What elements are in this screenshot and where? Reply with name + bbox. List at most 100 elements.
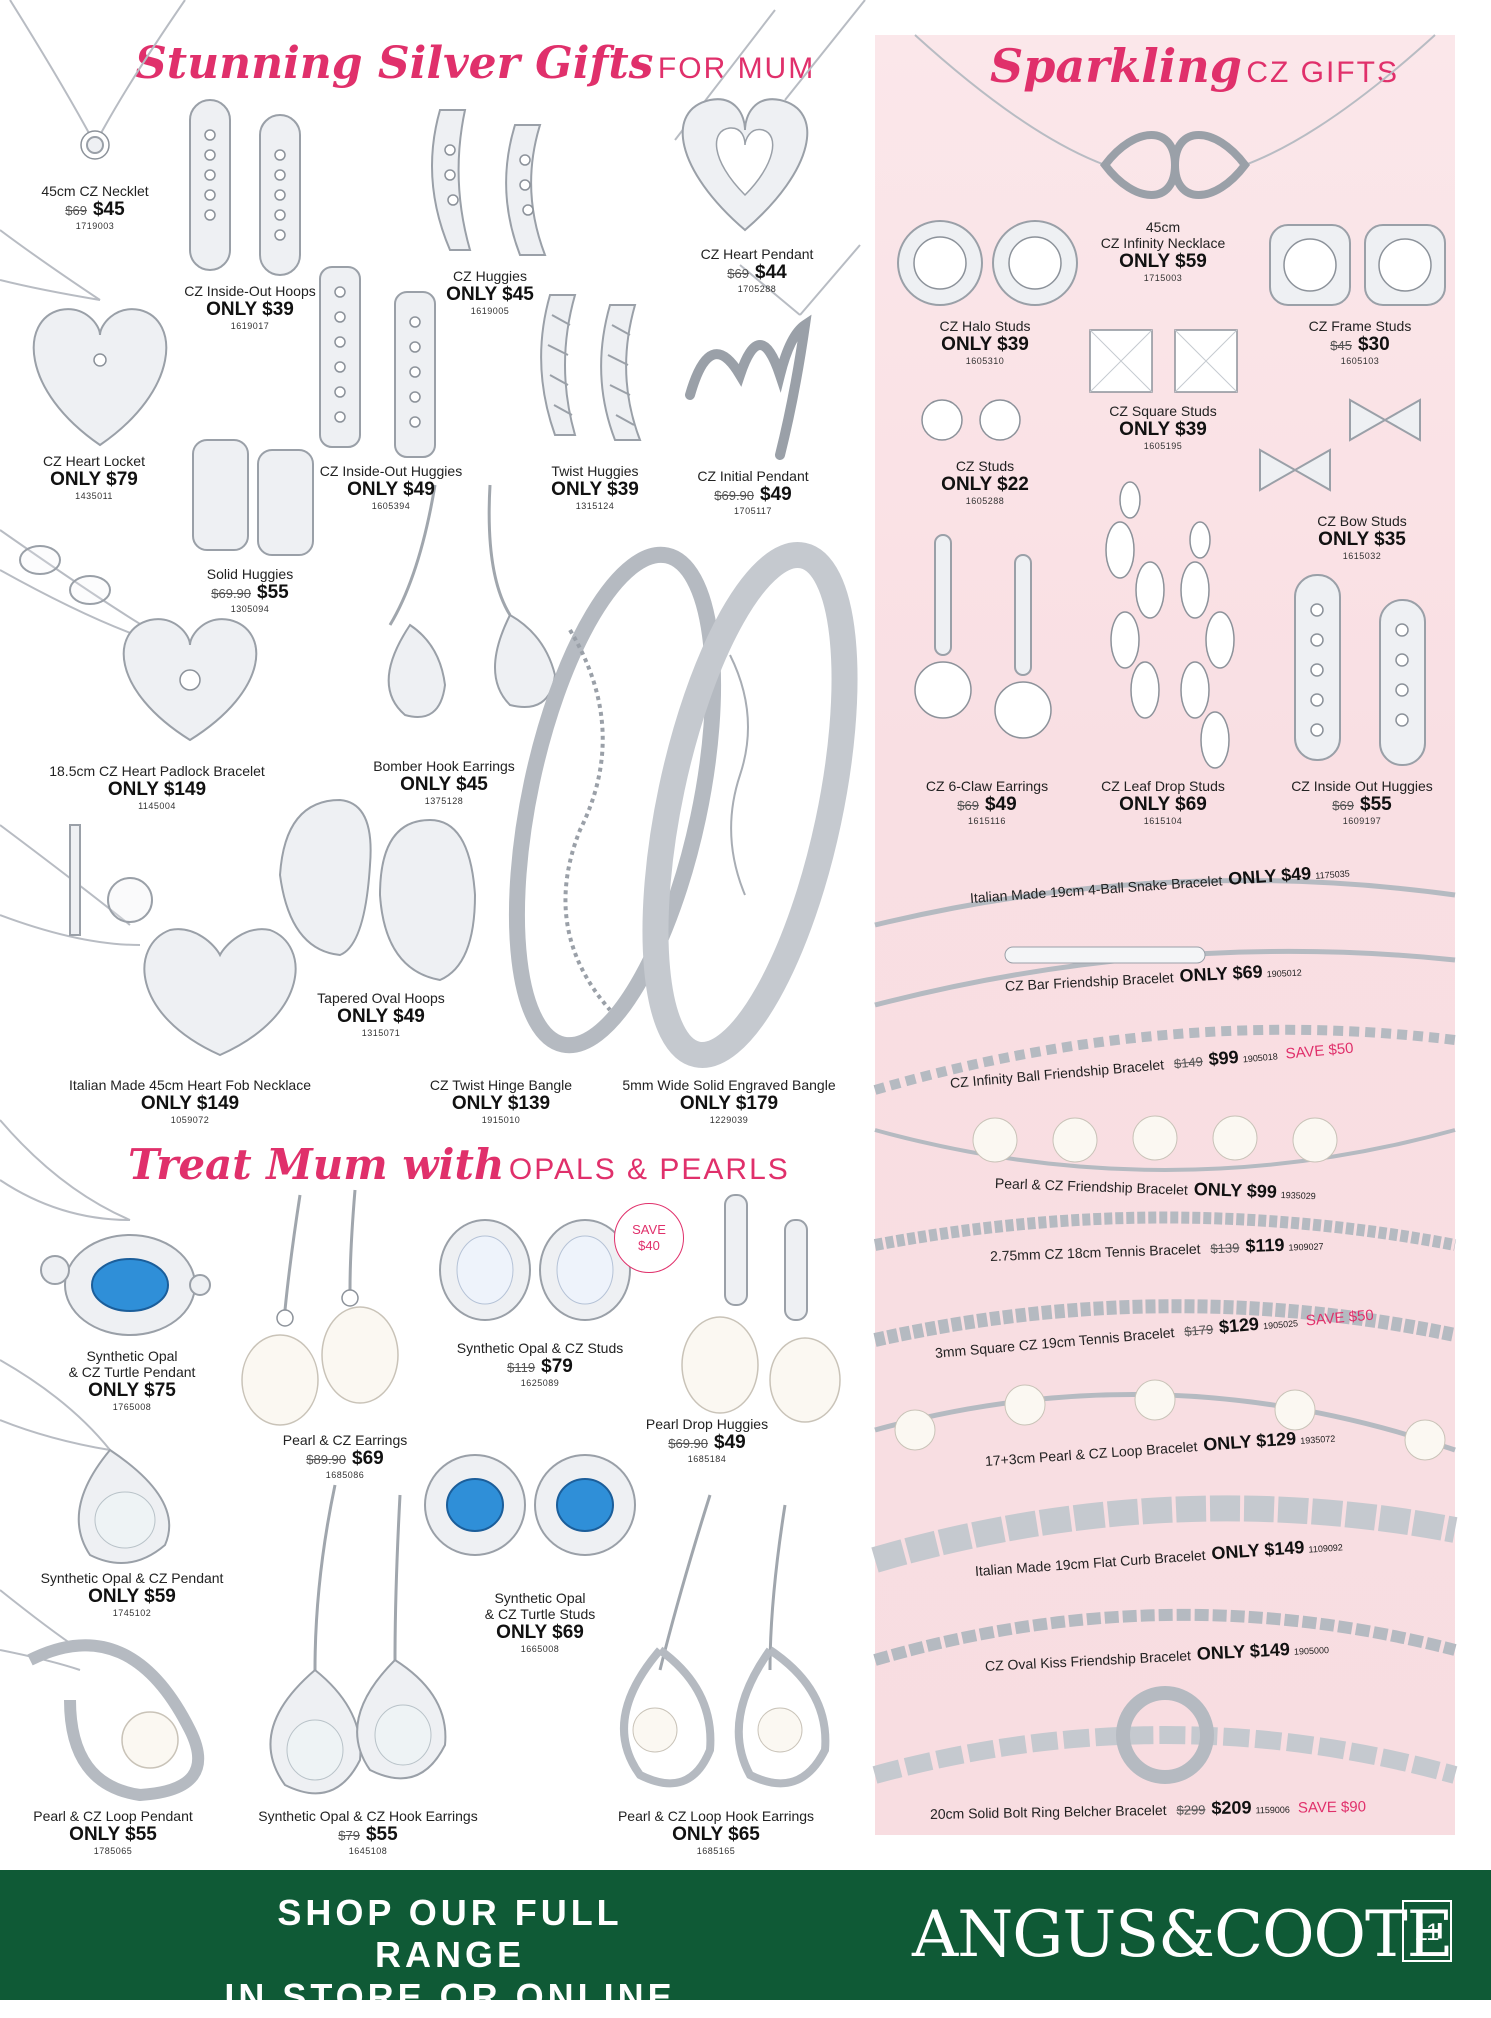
product-price: ONLY $49	[347, 479, 435, 501]
was-price: $69.90	[668, 1436, 709, 1452]
product-price: ONLY $39	[941, 334, 1029, 356]
opal-studs-image[interactable]	[435, 1215, 635, 1325]
was-price: $69	[727, 266, 749, 282]
inside-out-huggies-image[interactable]	[315, 262, 475, 462]
product-code: 1229039	[709, 1114, 749, 1125]
huggies-image[interactable]	[420, 100, 570, 260]
product-label-inside-out-huggies-cz: CZ Inside Out Huggies $69 $55 1609197	[1291, 778, 1433, 826]
product-price: $69.90$49	[697, 484, 808, 506]
product-label-bow-studs: CZ Bow Studs ONLY $35 1615032	[1317, 513, 1406, 561]
necklet-image[interactable]	[0, 0, 200, 180]
tapered-oval-hoops-image[interactable]	[265, 795, 495, 985]
product-code: 1705117	[734, 505, 772, 516]
bracelet-price: ONLY $149	[1196, 1639, 1291, 1664]
sale-price: $49	[760, 484, 792, 506]
product-price: $69$44	[701, 262, 814, 284]
product-price: ONLY $69	[496, 1622, 584, 1644]
product-name: Italian Made 45cm Heart Fob Necklace	[69, 1077, 311, 1093]
engraved-bangle-image[interactable]	[630, 535, 870, 1075]
turtle-studs-image[interactable]	[420, 1440, 640, 1570]
bracelet-image	[874, 877, 1456, 928]
pearl-loop-hook-earrings-image[interactable]	[600, 1490, 860, 1810]
product-name: 18.5cm CZ Heart Padlock Bracelet	[49, 763, 265, 779]
product-price: ONLY $149	[140, 1093, 240, 1115]
product-name: CZ Heart Pendant	[700, 246, 814, 262]
bracelet-code: 1905000	[1293, 1644, 1330, 1657]
product-name: CZ 6-Claw Earrings	[925, 778, 1049, 794]
halo-studs-image[interactable]	[895, 215, 1085, 315]
product-code: 1619005	[470, 305, 510, 316]
product-price: ONLY $69	[1119, 794, 1207, 816]
bracelet-tennis-square[interactable]: 3mm Square CZ 19cm Tennis Bracelet$179$1…	[873, 1280, 1457, 1370]
shop-cta[interactable]: SHOP OUR FULL RANGE IN STORE OR ONLINE	[200, 1892, 700, 2018]
heart-locket-image[interactable]	[0, 220, 190, 450]
product-price: ONLY $65	[672, 1824, 760, 1846]
heart-padlock-bracelet-image[interactable]	[0, 490, 270, 760]
bracelet-code: 1909027	[1288, 1241, 1324, 1253]
product-code: 1685086	[325, 1469, 365, 1480]
twist-hinge-bangle-image[interactable]	[500, 530, 730, 1070]
product-label-tapered-oval-hoops: Tapered Oval Hoops ONLY $49 1315071	[317, 990, 445, 1038]
opal-pendant-image[interactable]	[0, 1340, 190, 1570]
product-code: 1435011	[75, 490, 113, 501]
opal-hook-earrings-image[interactable]	[245, 1480, 465, 1810]
leaf-drop-studs-image[interactable]	[1085, 470, 1255, 790]
initial-pendant-image[interactable]	[680, 244, 861, 460]
heart-pendant-image[interactable]	[665, 0, 866, 240]
brand-logo[interactable]: ANGUS&COOTE	[912, 1898, 1453, 1972]
bracelet-price: ONLY $69	[1179, 961, 1264, 986]
product-code: 1619017	[230, 320, 270, 331]
product-label-twist-hinge-bangle: CZ Twist Hinge Bangle ONLY $139 1915010	[430, 1077, 572, 1125]
product-price: ONLY $22	[941, 474, 1029, 496]
inside-out-hoops-image[interactable]	[185, 95, 315, 285]
pearl-loop-pendant-image[interactable]	[0, 1570, 230, 1810]
bomber-hook-earrings-image[interactable]	[350, 484, 570, 735]
product-code: 1609197	[1342, 815, 1382, 826]
was-price: $69	[957, 798, 979, 814]
product-name: CZ Inside Out Huggies	[1291, 778, 1433, 794]
product-code: 1765008	[112, 1402, 152, 1413]
six-claw-earrings-image[interactable]	[900, 530, 1090, 760]
bracelet-code: 1905025	[1262, 1318, 1299, 1332]
product-code: 1605103	[1340, 355, 1380, 366]
bow-studs-image[interactable]	[1250, 390, 1450, 520]
product-price: $119$79	[457, 1356, 624, 1378]
twist-huggies-image[interactable]	[530, 285, 670, 450]
cz-studs-image[interactable]	[920, 395, 1030, 445]
bracelet-image	[873, 1299, 1457, 1347]
sale-price: $55	[1360, 794, 1392, 816]
bracelet-bolt-ring-belcher[interactable]: 20cm Solid Bolt Ring Belcher Bracelet$29…	[872, 1685, 1458, 1835]
cz-gifts-panel: Sparkling CZ GIFTS 45cm CZ Infinity Neck…	[871, 34, 1458, 1835]
turtle-pendant-image[interactable]	[0, 1110, 230, 1340]
product-name: Pearl & CZ Earrings	[282, 1432, 408, 1448]
bracelet-infinity-ball[interactable]: CZ Infinity Ball Friendship Bracelet$149…	[873, 1010, 1456, 1100]
solid-huggies-image[interactable]	[188, 435, 318, 560]
inside-out-huggies-cz-image[interactable]	[1285, 570, 1445, 770]
product-price: ONLY $55	[69, 1824, 157, 1846]
frame-studs-image[interactable]	[1265, 220, 1455, 315]
bracelet-price: $99	[1207, 1046, 1240, 1070]
was-price: $69	[1332, 798, 1354, 814]
product-label-heart-padlock-bracelet: 18.5cm CZ Heart Padlock Bracelet ONLY $1…	[49, 763, 265, 811]
pearl-drop-huggies-image[interactable]	[665, 1190, 845, 1425]
product-code: 1719003	[75, 220, 115, 231]
product-code: 1145004	[138, 800, 176, 811]
product-name: CZ Leaf Drop Studs	[1101, 778, 1225, 794]
product-price: ONLY $45	[400, 774, 488, 796]
sale-price: $55	[365, 1824, 398, 1846]
product-code: 1915010	[481, 1114, 521, 1125]
product-price: $79$55	[258, 1824, 477, 1846]
infinity-necklace-image[interactable]	[905, 34, 1445, 215]
square-studs-image[interactable]	[1085, 325, 1245, 400]
product-name: Pearl & CZ Loop Pendant	[33, 1808, 193, 1824]
silver-heading: Stunning Silver Gifts FOR MUM	[135, 38, 815, 89]
pearl-cz-earrings-image[interactable]	[220, 1189, 420, 1426]
heart-fob-necklace-image[interactable]	[0, 785, 330, 1070]
